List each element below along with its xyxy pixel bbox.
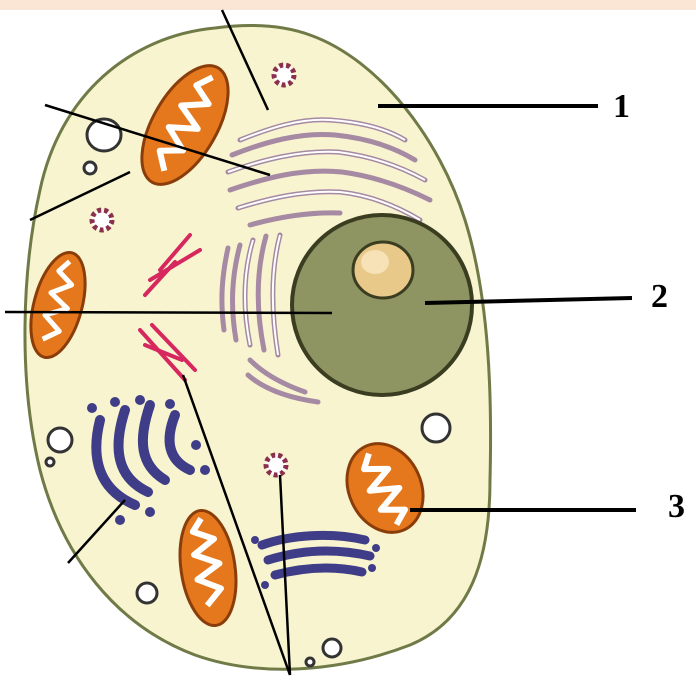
- label-1: 1: [613, 88, 630, 126]
- label-3: 3: [668, 488, 685, 526]
- vesicle-small-2: [92, 210, 112, 230]
- vesicle-small-1: [274, 65, 294, 85]
- label-2: 2: [651, 278, 668, 316]
- vesicle-small-3: [266, 455, 286, 475]
